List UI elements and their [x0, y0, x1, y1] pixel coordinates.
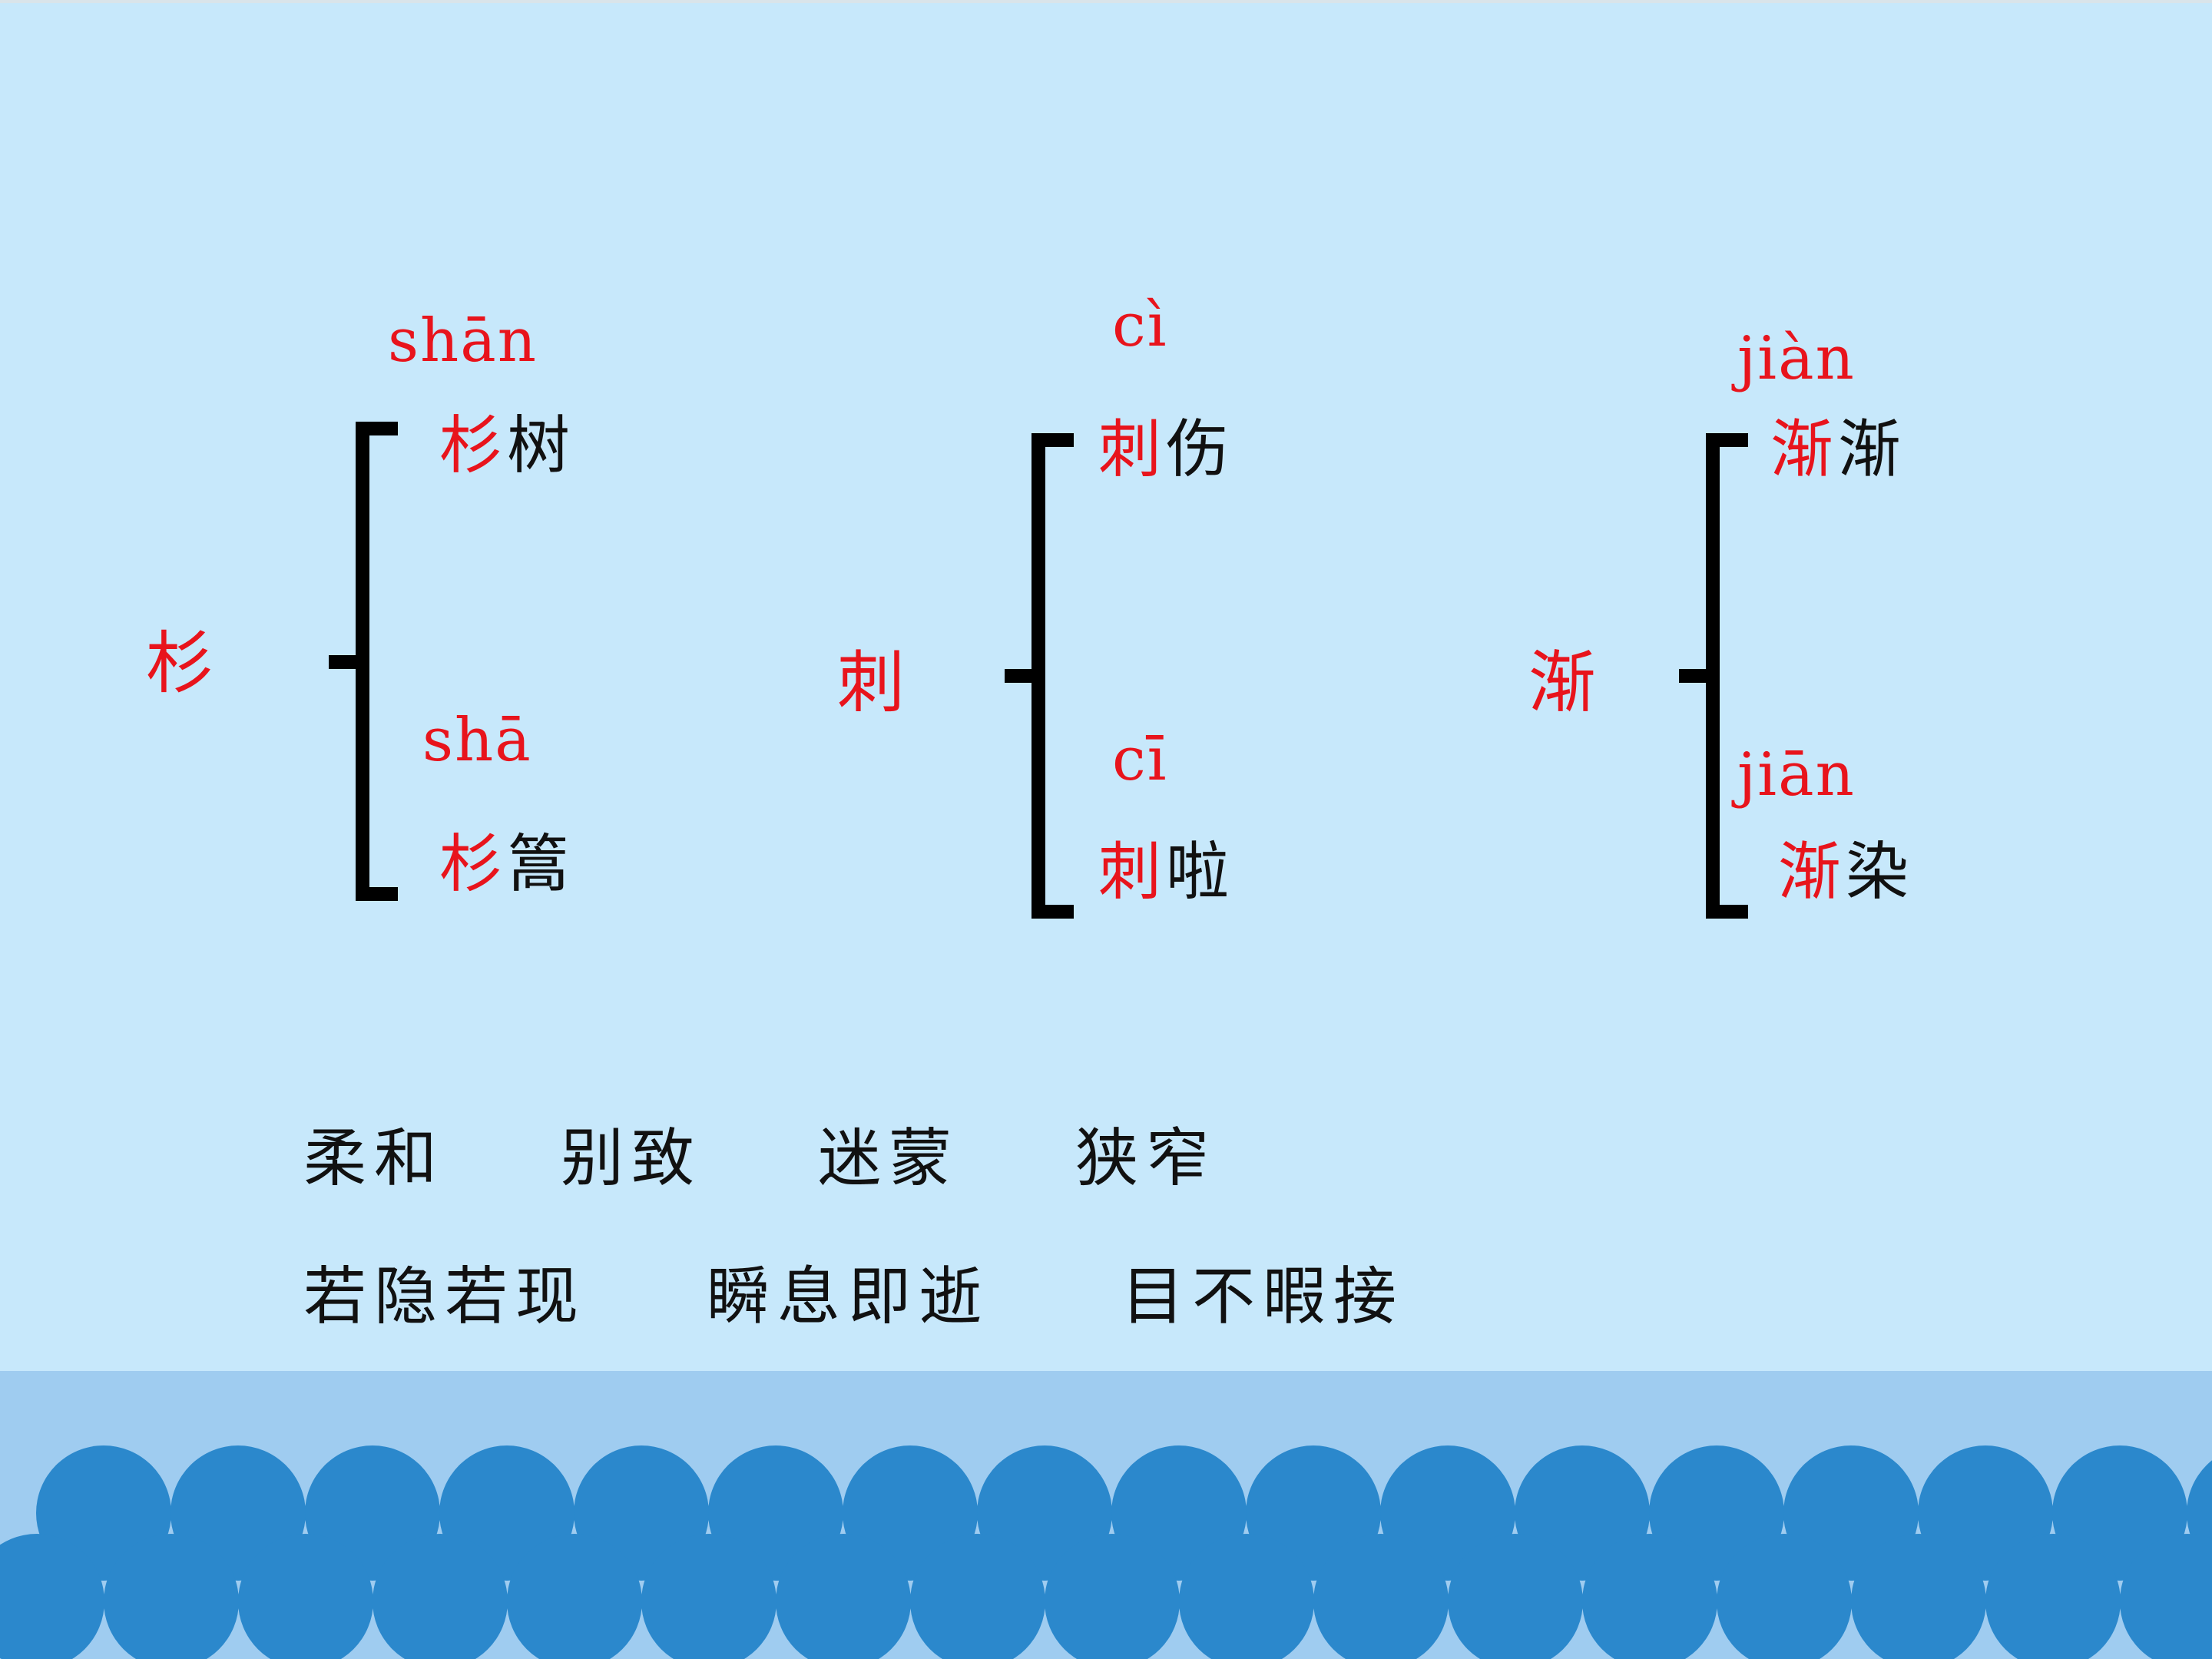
polyphone-char-shan: 杉	[146, 624, 214, 703]
vocab-idiom: 若隐若现	[303, 1260, 587, 1333]
wave-scallop	[1985, 1534, 2121, 1659]
word-top: 刺伤	[1098, 419, 1233, 482]
vocab-idiom: 目不暇接	[1121, 1260, 1405, 1333]
pinyin-bottom: jiān	[1737, 740, 1856, 810]
vocab-word: 狭窄	[1075, 1122, 1217, 1195]
pinyin-top: cì	[1112, 291, 1168, 360]
brace-icon	[1679, 433, 1748, 919]
word-top: 渐渐	[1770, 419, 1906, 482]
wave-scallop	[238, 1534, 373, 1659]
vocab-word: 迷蒙	[818, 1122, 960, 1195]
word-key-char: 杉	[439, 828, 508, 901]
word-rest: 渐	[1838, 413, 1906, 486]
word-rest: 染	[1846, 836, 1914, 909]
word-rest: 啦	[1166, 836, 1234, 909]
vocab-word: 别致	[561, 1122, 703, 1195]
word-bottom: 杉篙	[439, 833, 575, 896]
word-key-char: 杉	[439, 409, 508, 482]
word-rest: 树	[507, 409, 575, 482]
word-rest: 篙	[507, 828, 575, 901]
wave-scallop	[373, 1534, 508, 1659]
wave-scallop	[1717, 1534, 1852, 1659]
wave-scallop	[1448, 1534, 1583, 1659]
brace-icon	[329, 422, 398, 901]
pinyin-top: shān	[388, 306, 538, 376]
word-key-char: 刺	[1098, 413, 1167, 486]
vocab-word: 柔和	[303, 1122, 445, 1195]
wave-scallop	[2120, 1534, 2212, 1659]
word-bottom: 渐染	[1778, 841, 1913, 904]
word-bottom: 刺啦	[1098, 841, 1233, 904]
wave-scallop	[641, 1534, 777, 1659]
wave-scallop	[1045, 1534, 1180, 1659]
word-rest: 伤	[1166, 413, 1234, 486]
pinyin-bottom: shā	[422, 706, 532, 775]
word-top: 杉树	[439, 415, 575, 478]
polyphone-char-ci: 刺	[837, 643, 906, 722]
wave-scallop	[0, 1534, 104, 1659]
pinyin-bottom: cī	[1112, 725, 1168, 794]
pinyin-top: jiàn	[1737, 324, 1856, 393]
wave-scallop	[507, 1534, 642, 1659]
wave-scallop	[104, 1534, 239, 1659]
word-key-char: 刺	[1098, 836, 1167, 909]
wave-row-front	[0, 1534, 2212, 1659]
brace-icon	[1005, 433, 1074, 919]
wave-decoration	[0, 1371, 2212, 1659]
wave-scallop	[1313, 1534, 1449, 1659]
top-border	[0, 0, 2212, 3]
vocab-idiom: 瞬息即逝	[707, 1260, 990, 1333]
polyphone-char-jian: 渐	[1528, 643, 1597, 722]
wave-scallop	[1582, 1534, 1717, 1659]
wave-scallop	[1179, 1534, 1314, 1659]
wave-scallop	[1851, 1534, 1986, 1659]
wave-scallop	[776, 1534, 911, 1659]
word-key-char: 渐	[1770, 413, 1839, 486]
word-key-char: 渐	[1778, 836, 1846, 909]
wave-scallop	[910, 1534, 1045, 1659]
